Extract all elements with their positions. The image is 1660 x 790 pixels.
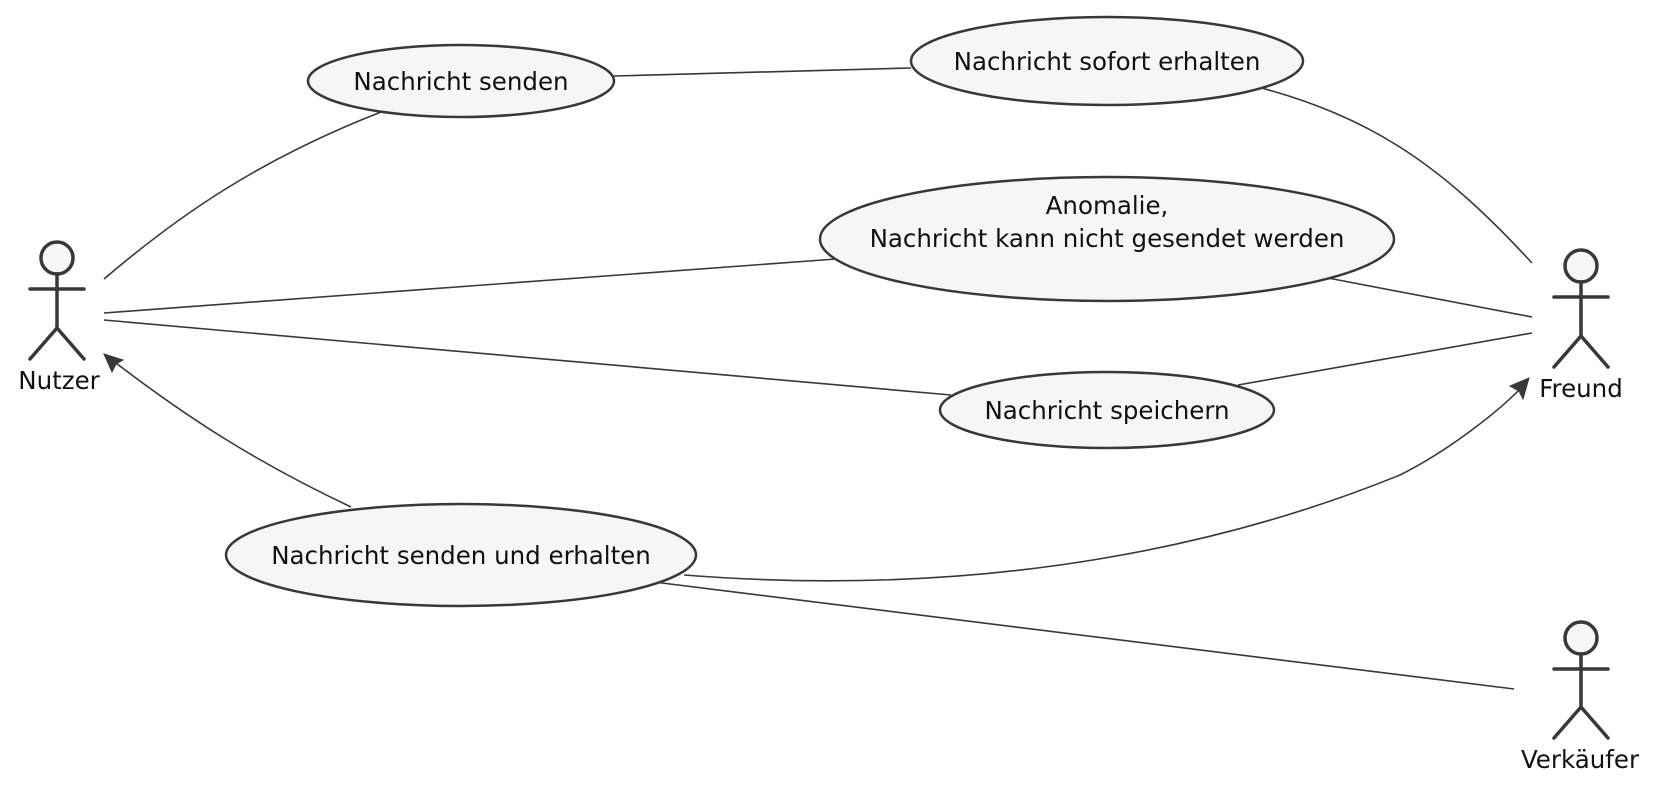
use-case-nachricht-senden-und-erhalten: Nachricht senden und erhalten [224,502,698,608]
actor-nutzer: Nutzer [18,240,101,395]
actor-label: Verkäufer [1521,745,1640,774]
use-case-label: Nachricht senden [353,67,568,96]
use-case-anomalie: Anomalie, Nachricht kann nicht gesendet … [818,175,1396,303]
use-case-label: Nachricht senden und erhalten [271,541,651,570]
stick-figure-icon [1552,620,1610,740]
assoc-nutzer-speichern [103,319,952,396]
use-case-nachricht-speichern: Nachricht speichern [938,370,1276,450]
actor-verkaeufer: Verkäufer [1521,620,1640,774]
actor-label: Freund [1539,374,1623,403]
use-case-nachricht-senden: Nachricht senden [306,43,616,119]
assoc-senden-erhalten-nutzer [111,359,352,508]
assoc-nutzer-nachricht-senden [103,111,382,280]
assoc-senden-erhalten-verkaeufer [653,581,1515,690]
use-case-label: Nachricht sofort erhalten [954,47,1261,76]
assoc-speichern-freund [1237,332,1533,386]
use-case-nachricht-sofort-erhalten: Nachricht sofort erhalten [909,15,1305,107]
use-case-label: Nachricht speichern [984,396,1229,425]
arrow-head-nutzer [103,353,125,374]
arrow-head-freund [1508,377,1530,401]
stick-figure-icon [1552,248,1610,369]
associations [103,67,1533,690]
use-case-label-line-2: Nachricht kann nicht gesendet werden [870,224,1345,253]
assoc-senden-erhalten-freund [683,386,1523,582]
actor-label: Nutzer [18,366,100,395]
stick-figure-icon [28,240,86,361]
assoc-nutzer-anomalie [103,258,837,314]
use-case-label-line-1: Anomalie, [1046,191,1169,220]
actor-freund: Freund [1539,248,1623,403]
assoc-senden-sofort-erhalten [613,67,912,77]
assoc-sofort-erhalten-freund [1257,86,1533,264]
assoc-anomalie-freund [1327,277,1533,318]
